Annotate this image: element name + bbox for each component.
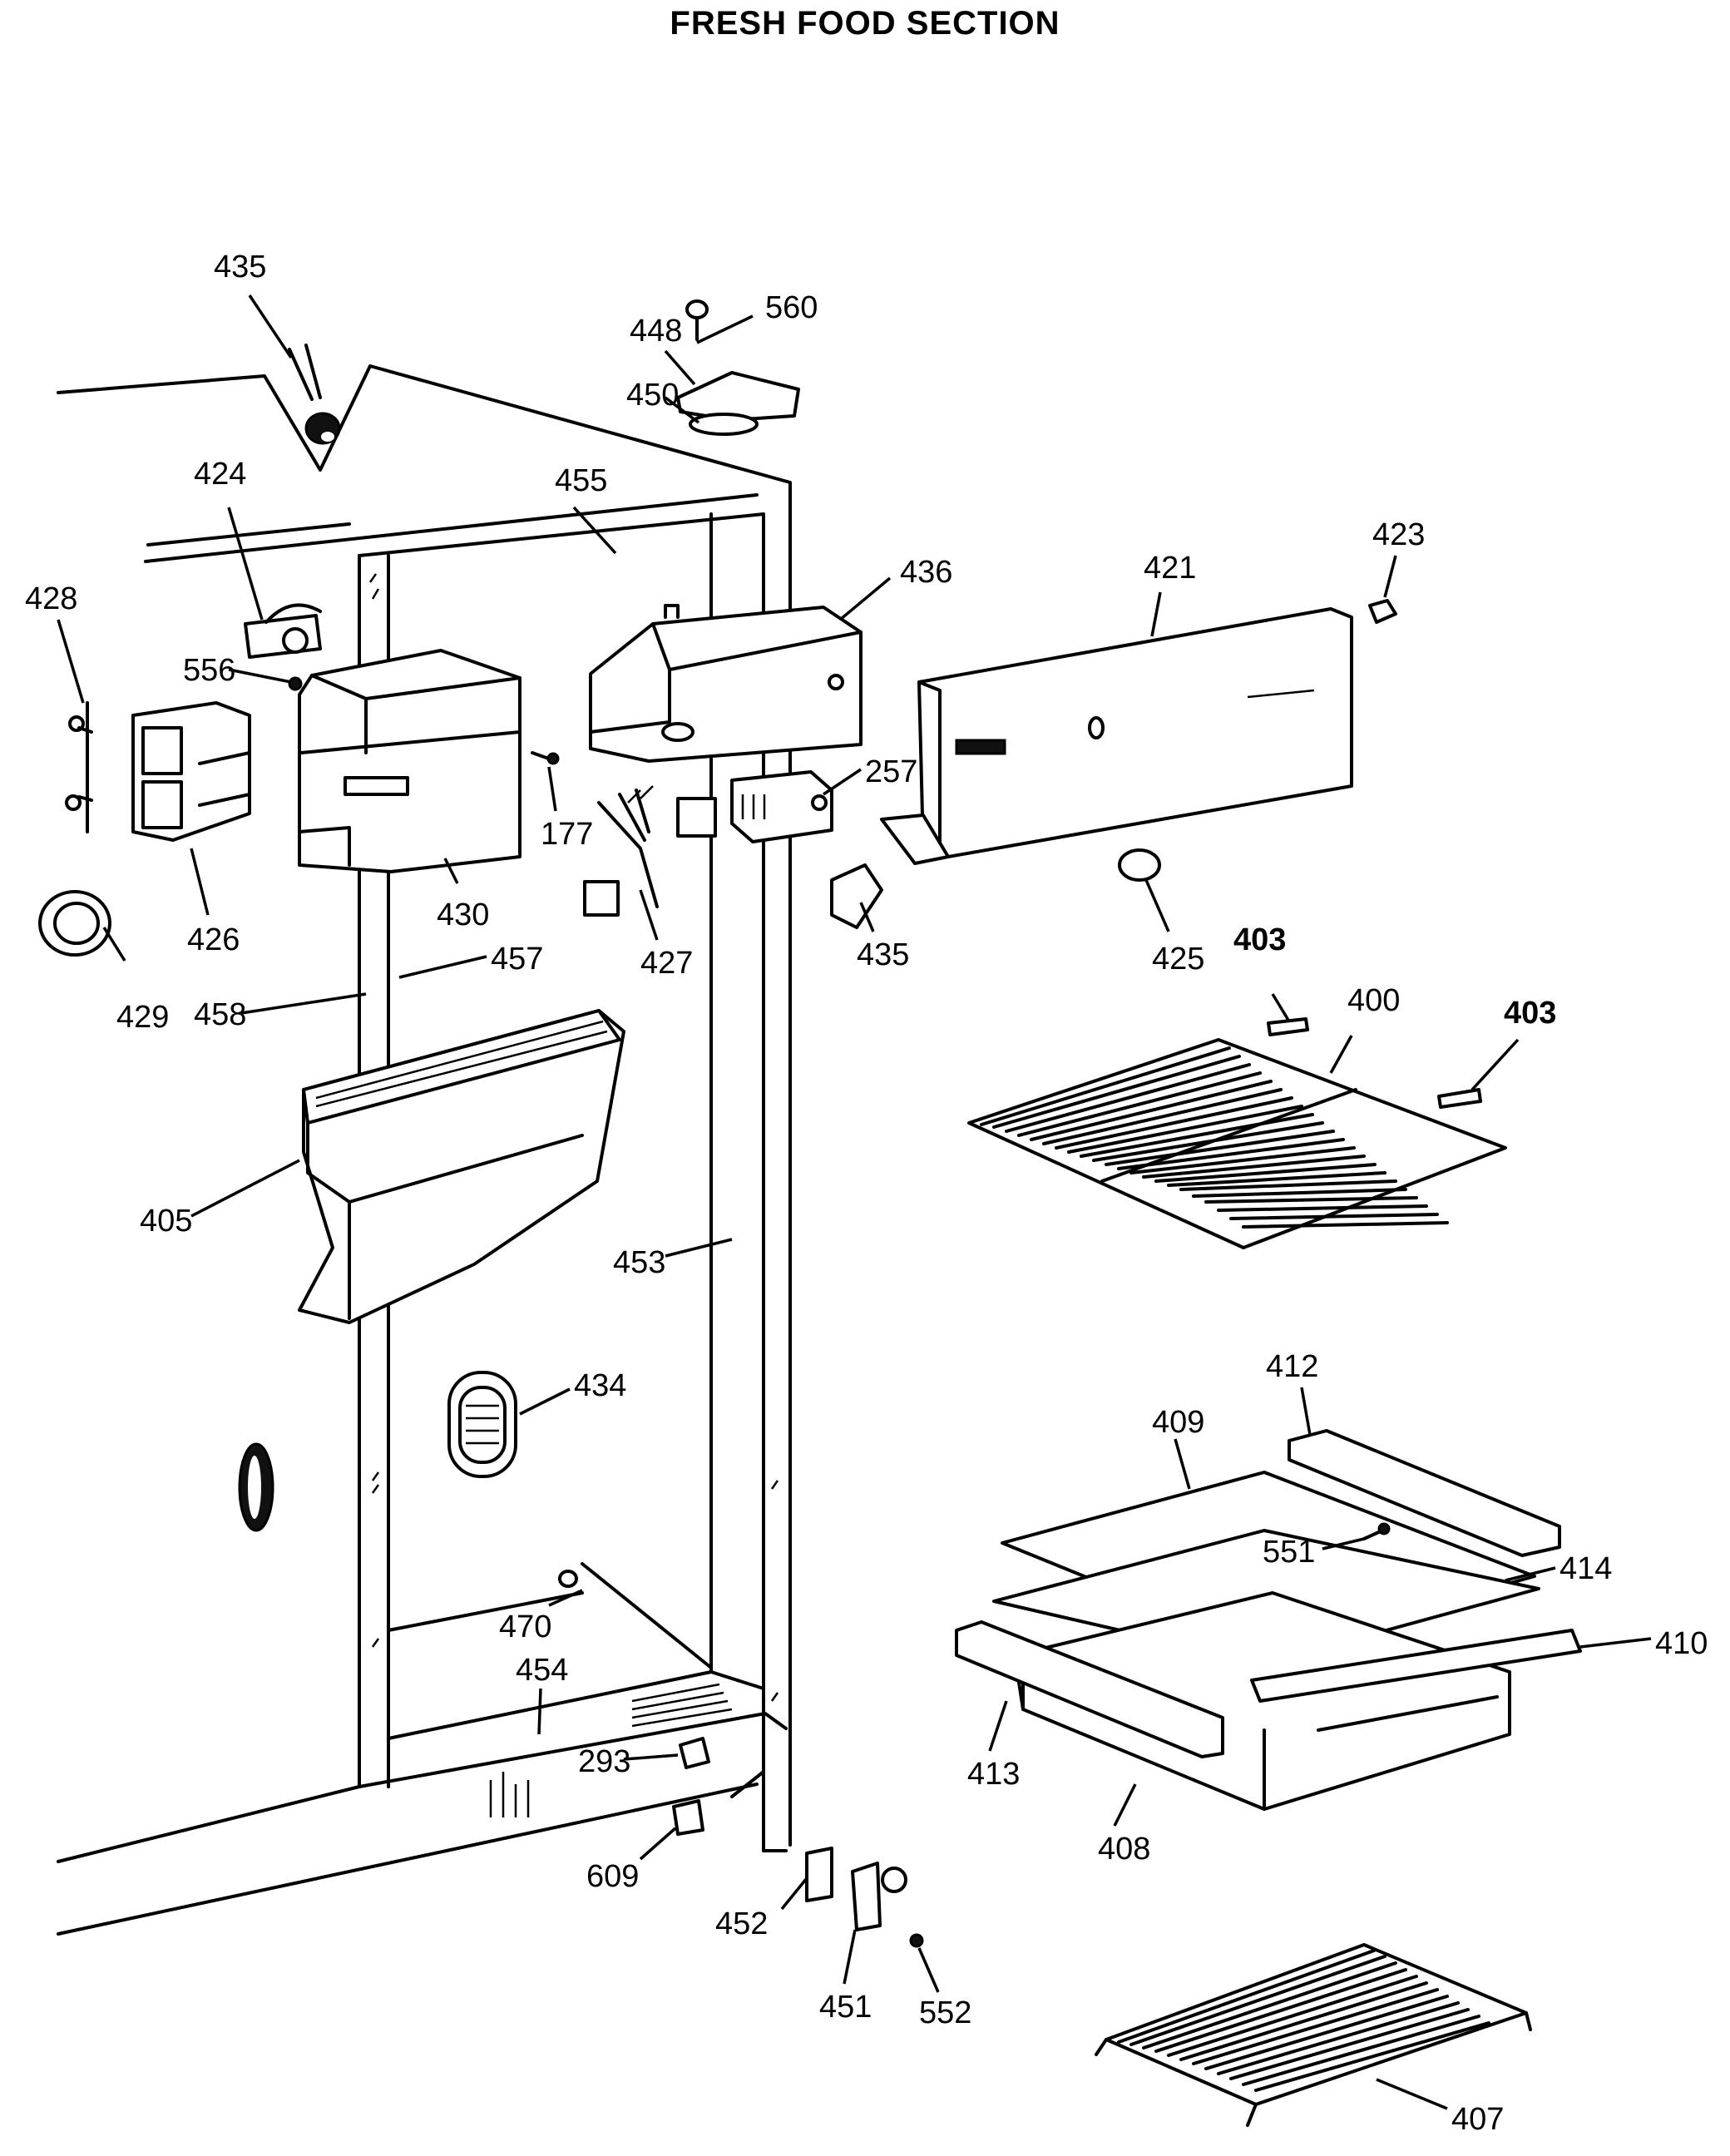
- label-177: 177: [541, 817, 593, 852]
- label-448: 448: [630, 314, 682, 349]
- panel-421-parts: [880, 599, 1397, 882]
- label-400: 400: [1347, 983, 1400, 1018]
- label-436: 436: [900, 555, 952, 590]
- air-vent-434: [447, 1371, 517, 1478]
- label-424: 424: [194, 457, 246, 492]
- label-560: 560: [765, 290, 818, 325]
- wire-shelf-407: [1095, 1943, 1532, 2127]
- left-control-parts: [38, 603, 560, 957]
- label-455: 455: [555, 463, 607, 498]
- label-458: 458: [194, 997, 246, 1032]
- label-434: 434: [574, 1368, 626, 1403]
- label-429: 429: [116, 1000, 169, 1035]
- label-405: 405: [140, 1204, 192, 1239]
- control-housing-parts: [583, 604, 883, 929]
- label-470: 470: [499, 1610, 551, 1644]
- label-609: 609: [586, 1859, 639, 1894]
- label-421: 421: [1144, 551, 1196, 586]
- label-435-top: 435: [214, 250, 266, 284]
- label-426: 426: [187, 922, 240, 957]
- label-427: 427: [640, 946, 693, 981]
- leader-lines: [57, 294, 1652, 2110]
- label-423: 423: [1372, 517, 1425, 552]
- page-title: FRESH FOOD SECTION: [670, 5, 1060, 42]
- cabinet-outline: [57, 344, 792, 1936]
- label-552: 552: [919, 1995, 971, 2030]
- label-453: 453: [613, 1245, 665, 1280]
- label-412: 412: [1266, 1349, 1318, 1384]
- crisper-assembly: [955, 1429, 1582, 1811]
- label-408: 408: [1098, 1832, 1150, 1867]
- label-551: 551: [1263, 1535, 1315, 1570]
- label-425: 425: [1152, 942, 1204, 977]
- part-labels: 435 448 560 450 424 455 428 436 421 423 …: [25, 250, 1708, 2137]
- label-409: 409: [1152, 1405, 1204, 1440]
- label-457: 457: [491, 942, 543, 977]
- label-257: 257: [865, 754, 917, 789]
- glass-wire-shelf-400: [967, 1017, 1507, 1249]
- label-556: 556: [183, 653, 235, 688]
- label-452: 452: [715, 1906, 768, 1941]
- label-450: 450: [626, 378, 679, 413]
- label-410: 410: [1655, 1626, 1708, 1661]
- label-451: 451: [819, 1990, 872, 2025]
- label-414: 414: [1559, 1551, 1612, 1586]
- label-430: 430: [437, 898, 489, 932]
- meat-pan-cover-405: [298, 1009, 625, 1324]
- label-403-right: 403: [1504, 996, 1556, 1031]
- label-428: 428: [25, 581, 77, 616]
- label-403-left: 403: [1233, 922, 1286, 957]
- label-435-right: 435: [857, 937, 909, 972]
- label-407: 407: [1451, 2102, 1504, 2137]
- label-413: 413: [967, 1757, 1020, 1792]
- label-454: 454: [516, 1653, 568, 1688]
- label-293: 293: [578, 1744, 630, 1779]
- top-hinge-parts: [676, 299, 800, 436]
- bottom-hardware: [672, 1737, 924, 1948]
